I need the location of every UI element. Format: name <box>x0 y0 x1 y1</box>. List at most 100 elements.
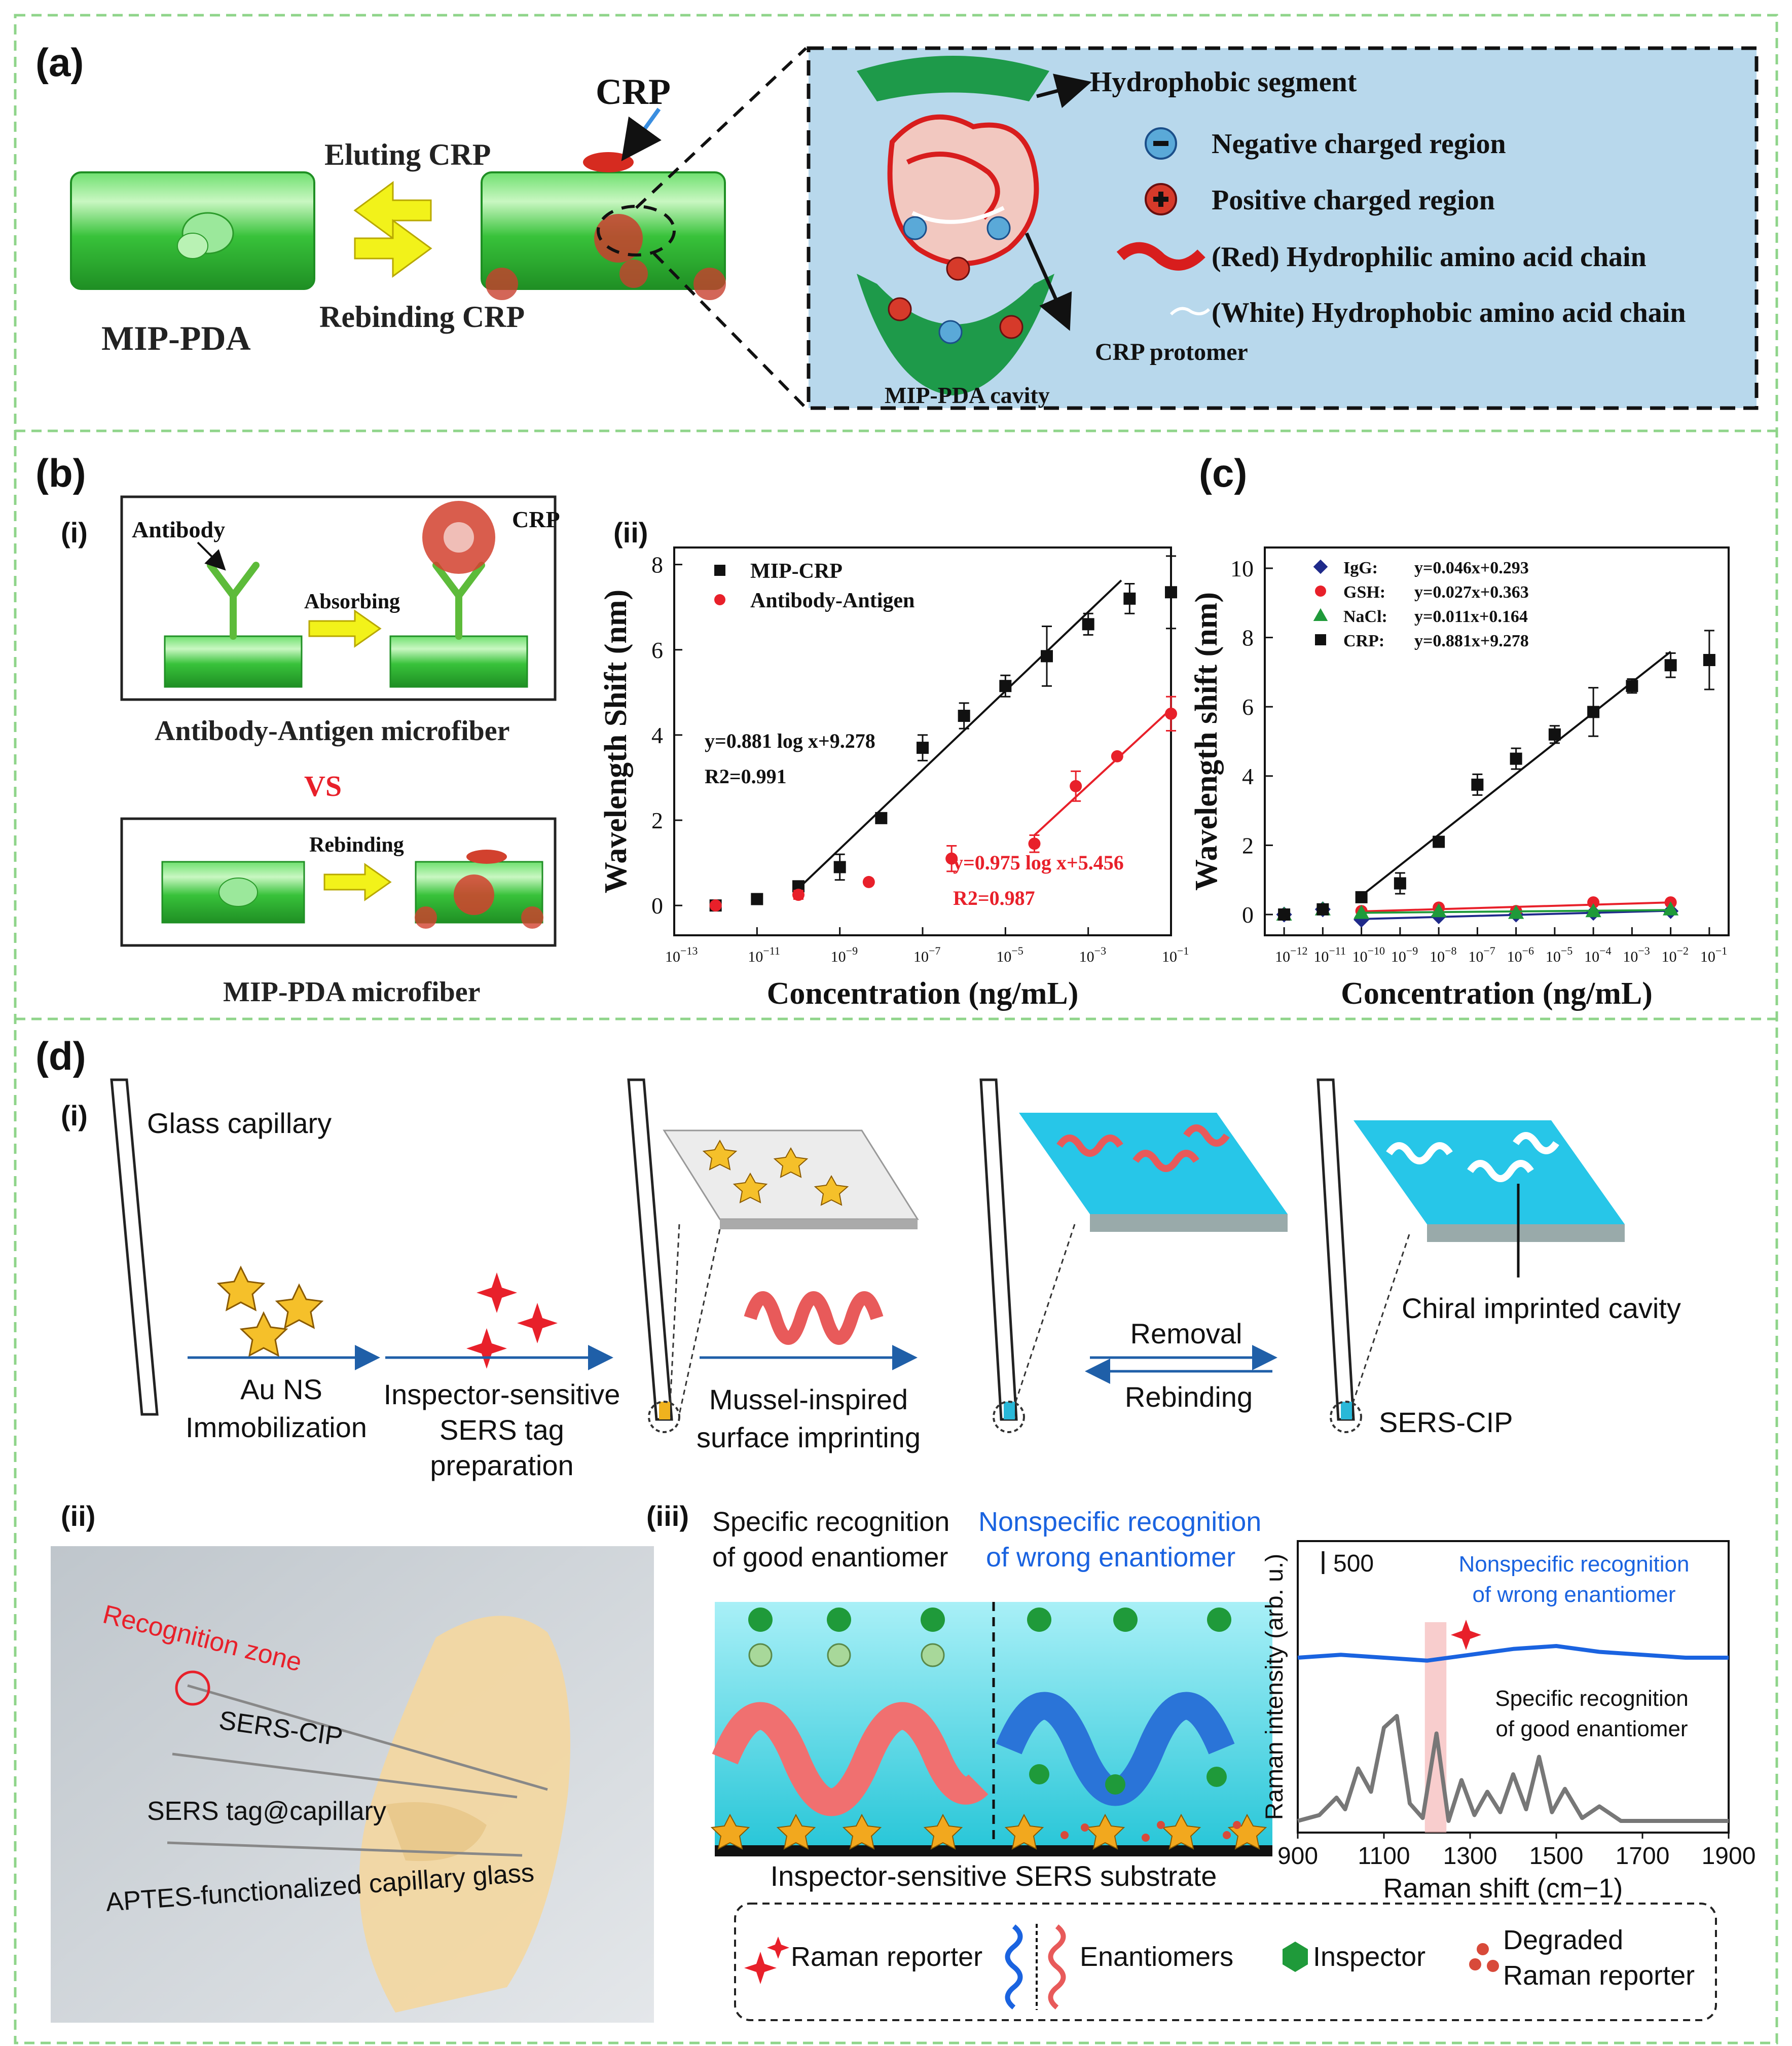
x-tick-label: 10−12 <box>1275 944 1307 965</box>
legend-equation: y=0.046x+0.293 <box>1414 559 1529 577</box>
crp-label-top: CRP <box>596 71 671 112</box>
data-point <box>1585 903 1601 918</box>
raman-reporter-stars <box>466 1272 558 1369</box>
inspector-label-3: preparation <box>430 1449 573 1481</box>
data-point <box>751 893 763 905</box>
nonspecific-label-1: Nonspecific recognition <box>978 1507 1261 1537</box>
mip-caption: MIP-PDA microfiber <box>223 976 480 1008</box>
legend-marker <box>714 565 725 576</box>
eluting-arrow <box>353 181 432 240</box>
glass-capillary-2 <box>627 1078 673 1421</box>
rebinding-label: Rebinding CRP <box>319 300 525 334</box>
specific-label-1: Specific recognition <box>712 1507 949 1537</box>
x-tick-label: 10−2 <box>1662 944 1689 965</box>
au-ns-label-2: Immobilization <box>186 1411 367 1443</box>
x-tick-label: 10−3 <box>1079 944 1106 965</box>
legend-marker <box>1313 608 1328 621</box>
data-point <box>1278 908 1291 921</box>
panel-c-label: (c) <box>1199 451 1247 495</box>
y-axis-label: Wavelength Shift (nm) <box>599 590 633 893</box>
y-tick-label: 2 <box>1242 832 1254 858</box>
x-tick-label: 900 <box>1277 1843 1318 1870</box>
glass-capillary-1 <box>110 1078 159 1416</box>
fit-equation: y=0.881 log x+9.278 <box>705 729 875 752</box>
x-tick-label: 10−7 <box>1468 944 1495 965</box>
legend-label: GSH: <box>1343 583 1385 602</box>
plot-frame <box>1297 1540 1730 1834</box>
negative-charge-label: Negative charged region <box>1212 128 1506 160</box>
y-tick-label: 6 <box>651 637 663 663</box>
x-tick-label: 10−11 <box>748 944 780 965</box>
x-tick-label: 10−5 <box>1546 944 1572 965</box>
series-label-nonspecific-2: of wrong enantiomer <box>1472 1582 1675 1607</box>
inspector-icon <box>1283 1942 1308 1972</box>
spectrum-line <box>1297 1714 1729 1823</box>
x-tick-label: 1300 <box>1443 1843 1497 1870</box>
legend-inspector-label: Inspector <box>1313 1942 1425 1972</box>
eluting-label: Eluting CRP <box>324 138 491 171</box>
panel-d-sub-iii: (iii) <box>646 1500 689 1532</box>
data-point <box>1508 905 1524 919</box>
vs-label: VS <box>304 770 342 802</box>
antibody-icon-right <box>432 562 485 640</box>
substrate-label: Inspector-sensitive SERS substrate <box>771 1860 1217 1892</box>
legend-enantiomers-label: Enantiomers <box>1080 1942 1233 1972</box>
crp-label-b: CRP <box>512 506 560 532</box>
fit-r2: R2=0.987 <box>953 887 1035 909</box>
photo-capillaries <box>51 1546 654 2023</box>
panel-d: (d) (i) Glass capillary Au NS Immobiliza… <box>35 1034 1756 2023</box>
rebinding-label-d: Rebinding <box>1125 1381 1253 1413</box>
x-tick-label: 10−5 <box>996 944 1023 965</box>
data-point <box>1082 618 1094 631</box>
x-tick-label: 10−1 <box>1700 944 1727 965</box>
legend-degraded-label-2: Raman reporter <box>1503 1960 1695 1991</box>
data-point <box>1111 750 1123 762</box>
legend-label: IgG: <box>1343 559 1378 577</box>
degraded-reporter-icon <box>1469 1943 1499 1972</box>
glass-capillary-label: Glass capillary <box>147 1107 332 1139</box>
data-point <box>958 710 970 722</box>
data-point <box>792 889 804 901</box>
data-point <box>1664 659 1677 672</box>
crp-bound-tube <box>481 152 726 300</box>
data-point <box>945 852 958 865</box>
x-tick-label: 1900 <box>1702 1843 1756 1870</box>
panel-b-sub-i: (i) <box>61 517 88 549</box>
removal-label: Removal <box>1130 1318 1242 1349</box>
specific-label-2: of good enantiomer <box>712 1542 948 1573</box>
mip-pda-tube <box>70 171 315 290</box>
series-label-specific: Specific recognition <box>1495 1686 1689 1711</box>
data-point <box>1316 903 1329 916</box>
data-point <box>1394 877 1406 890</box>
cavity-label: MIP-PDA cavity <box>885 382 1050 408</box>
x-axis-label: Concentration (ng/mL) <box>767 976 1079 1011</box>
legend-label: Antibody-Antigen <box>750 589 915 612</box>
enantiomers-icon <box>1005 1924 1066 2010</box>
fit-equation: y=0.975 log x+5.456 <box>953 851 1124 874</box>
legend-marker <box>1313 559 1328 574</box>
data-point <box>862 875 875 888</box>
absorbing-label: Absorbing <box>304 590 400 613</box>
panel-a-label: (a) <box>35 40 84 85</box>
y-tick-label: 4 <box>651 722 663 748</box>
x-tick-label: 10−4 <box>1584 944 1611 965</box>
hydrophobic-segment-label: Hydrophobic segment <box>1090 66 1357 98</box>
legend-label: CRP: <box>1343 632 1384 650</box>
x-tick-label: 10−10 <box>1352 944 1385 965</box>
mussel-label-1: Mussel-inspired <box>709 1383 908 1415</box>
y-tick-label: 10 <box>1230 556 1254 581</box>
chiral-cavity-label: Chiral imprinted cavity <box>1402 1292 1681 1324</box>
panel-a: (a) MIP-PDA Eluting CRP Rebinding CRP CR… <box>35 40 1759 410</box>
data-point <box>1354 911 1370 928</box>
legend-marker <box>1315 634 1326 645</box>
highlight-star <box>1451 1620 1481 1650</box>
mip-pda-label: MIP-PDA <box>101 319 251 357</box>
panel-frames <box>14 14 1778 2044</box>
data-point <box>1626 680 1638 692</box>
cavity-illustration <box>857 56 1092 395</box>
data-point <box>1433 835 1445 848</box>
